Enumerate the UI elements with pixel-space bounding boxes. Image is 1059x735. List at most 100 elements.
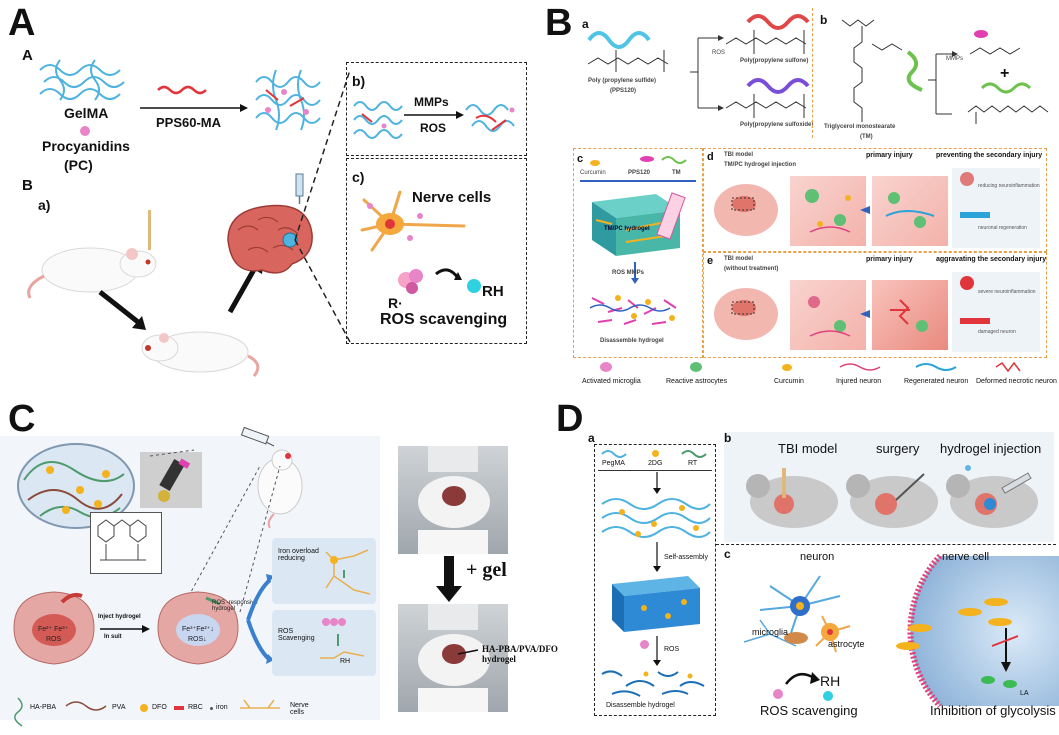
legend-astrocytes: Reactive astrocytes [666, 378, 728, 385]
legend-injured-icon [839, 363, 881, 371]
ros-scavenging-label: ROS scavenging [380, 311, 508, 328]
sulfone-label: Poly(propylene sulfone) [740, 58, 809, 64]
ros-dot-d [640, 640, 649, 649]
pps-chain [587, 31, 651, 49]
microglia-label: microglia [752, 627, 789, 637]
panel-b-sub-a: a [582, 17, 589, 31]
ros-label-c1: ROS [46, 636, 62, 643]
plus-gel-label: + gel [466, 559, 507, 581]
panel-a-sub-a: A [22, 47, 33, 64]
box-b-network [353, 101, 403, 139]
legend-iron: iron [216, 704, 228, 711]
pps-structure [587, 50, 669, 72]
legend-iron-icon [210, 707, 213, 710]
rt-label: RT [688, 460, 698, 467]
plus-gel-arrowhead [436, 586, 462, 602]
legend-injured: Injured neuron [836, 378, 882, 385]
surgery-label: surgery [876, 441, 920, 456]
ros-label-c2: ROS↓ [188, 636, 207, 643]
legend-pva-icon [65, 701, 107, 711]
panel-d-sub-a: a [588, 431, 595, 445]
twodg-icon [652, 450, 659, 457]
iron-overload-label: Iron overload reducing [278, 548, 319, 562]
mouse-head-injection [946, 465, 1038, 528]
gelma-label: GelMA [64, 105, 109, 121]
nerve-cell-sphere [896, 553, 1059, 709]
fe-label-1: Fe²⁺ Fe³⁺ [38, 626, 69, 633]
preventing-label: preventing the secondary injury [936, 152, 1043, 159]
pc-label: (PC) [64, 157, 93, 173]
panel-a-sub-b: B [22, 177, 33, 194]
iron-overload-box [272, 538, 376, 604]
rat-head-e [714, 288, 778, 340]
box-b-ros: ROS [420, 121, 447, 135]
d-mesh [601, 498, 711, 538]
legend-microglia: Activated microglia [582, 378, 641, 385]
legend-astrocytes-icon [690, 362, 702, 372]
disassemble-label-d: Disassemble hydrogel [606, 702, 675, 709]
tissue-block-e2 [872, 280, 948, 350]
brain-illustration [227, 204, 313, 274]
hydrogel-injection-label: hydrogel injection [940, 441, 1042, 456]
ros-scavenging-label-d: ROS scavenging [760, 703, 858, 718]
tm-label: TM [672, 170, 681, 176]
box-b-label: b) [352, 73, 366, 89]
panel-b-sub-b: b [820, 13, 828, 27]
d-divider [716, 544, 1056, 545]
box-d-a [594, 444, 716, 716]
legend-hapba-icon [14, 697, 23, 727]
box-b-d [703, 148, 1047, 252]
damaged-label: damaged neuron [978, 329, 1016, 335]
regeneration-label: neuronal regeneration [978, 225, 1027, 231]
chem-structure-box [90, 512, 162, 574]
tbi-model-e: TBI model [724, 256, 754, 262]
pps120-label: PPS120 [628, 170, 651, 176]
tm-structure [841, 19, 903, 122]
mmps-label-b: MMPs [946, 56, 963, 62]
nerve-cell-label: nerve cell [942, 551, 990, 563]
primary-injury-d: primary injury [866, 152, 913, 159]
c-underline [580, 180, 696, 182]
glycerol-structure [969, 47, 1021, 55]
c-arrow [631, 262, 639, 284]
d-disassembled [601, 670, 705, 697]
legend-nerve: Nerve cells [290, 702, 309, 716]
sulfoxide-label: Poly(propylene sulfoxide) [740, 122, 814, 128]
curcumin-dot [590, 160, 600, 166]
d-arrow-2 [653, 542, 661, 572]
syringe-c [240, 426, 275, 447]
tissue-block-d1 [790, 176, 866, 246]
self-assembly-label: Self-assembly [664, 554, 708, 561]
tm-branch [928, 51, 958, 115]
sulfone-structure [725, 30, 807, 54]
rt-icon [681, 450, 707, 458]
box-c-label: c) [352, 169, 365, 185]
neuron-label: neuron [800, 551, 835, 563]
glycolysis-label: Inhibition of glycolysis [930, 703, 1056, 718]
pps-label: PPS60-MA [156, 115, 222, 130]
ros-label-b: ROS [712, 50, 726, 56]
pc-dot [80, 126, 90, 136]
stearic-structure [967, 105, 1049, 124]
rat-head-d [714, 184, 778, 236]
rh-label-d: RH [820, 673, 841, 689]
tm-sub: (TM) [860, 134, 873, 140]
neuron-illustration [743, 575, 851, 653]
ros-branch-lines [690, 35, 724, 111]
inject-label: Inject hydrogel [98, 614, 141, 620]
disassembled-gel [589, 295, 677, 325]
pegma-icon [601, 450, 627, 458]
c-zoom-lines [149, 449, 281, 613]
branch-arrows-c [246, 574, 274, 664]
box-b-arrow [404, 111, 464, 119]
hydrogel-photo-label: HA-PBA/PVA/DFO hydrogel [482, 644, 558, 665]
d-arrow-3 [653, 636, 661, 666]
flow-arrow-down [98, 290, 146, 330]
rat-illustration-2 [141, 331, 260, 377]
tmpc-injection-label: TM/PC hydrogel injection [724, 162, 797, 168]
ros-scav-molecules [320, 618, 365, 659]
pink-fragment [974, 30, 988, 38]
treated-brain [157, 591, 239, 665]
sulfoxide-chain [746, 78, 810, 94]
legend-curcumin: Curcumin [774, 378, 804, 385]
